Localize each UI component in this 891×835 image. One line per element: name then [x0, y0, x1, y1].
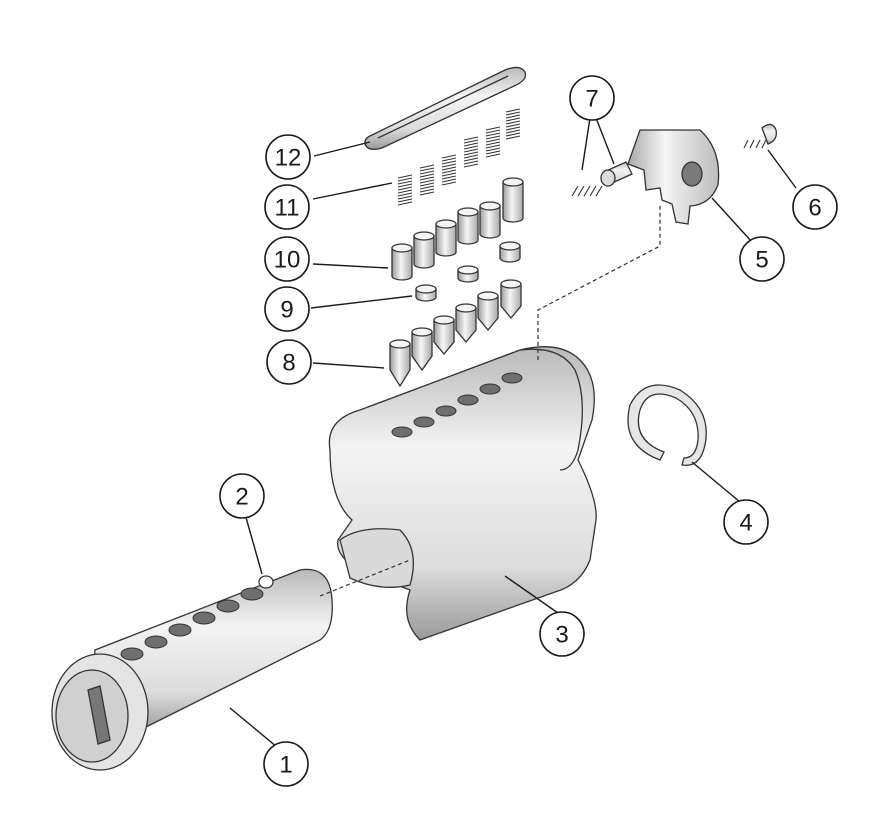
callout-9: 9: [264, 286, 310, 332]
callout-label: 12: [275, 145, 302, 172]
callout-3: 3: [539, 611, 585, 657]
callout-5: 5: [739, 236, 785, 282]
callout-label: 5: [755, 247, 768, 274]
driver-pins-part: [391, 177, 524, 281]
retaining-ring-part: [627, 384, 707, 466]
callout-label: 4: [739, 510, 752, 537]
callout-label: 9: [280, 297, 293, 324]
callout-1: 1: [263, 741, 309, 787]
callout-12: 12: [265, 134, 311, 180]
callout-8: 8: [266, 339, 312, 385]
callout-6: 6: [792, 184, 838, 230]
callout-label: 6: [808, 195, 821, 222]
assembly-line-housing-to-cam: [537, 205, 661, 360]
callout-2: 2: [219, 473, 265, 519]
callout-label: 1: [279, 752, 292, 779]
bottom-pins-part: [389, 279, 522, 388]
callout-label: 11: [275, 195, 300, 222]
callout-label: 7: [585, 86, 598, 113]
callout-label: 10: [274, 247, 301, 274]
callout-label: 8: [282, 350, 295, 377]
master-pins-part: [415, 265, 479, 302]
pin-springs-part: [397, 108, 521, 206]
assembly-line-plug-to-housing: [319, 559, 411, 597]
cylinder-housing-part: [328, 346, 597, 641]
callout-4: 4: [723, 499, 769, 545]
callout-label: 3: [555, 622, 568, 649]
callout-7: 7: [569, 75, 615, 121]
cam-spring-and-pin-part: [571, 161, 633, 197]
cam-plate-part: [627, 129, 720, 225]
callout-11: 11: [264, 184, 310, 230]
retainer-strip-part: [364, 66, 527, 150]
callout-label: 2: [235, 484, 248, 511]
callout-10: 10: [264, 236, 310, 282]
cylinder-plug-part: [51, 568, 333, 771]
screw-part: [743, 123, 777, 149]
